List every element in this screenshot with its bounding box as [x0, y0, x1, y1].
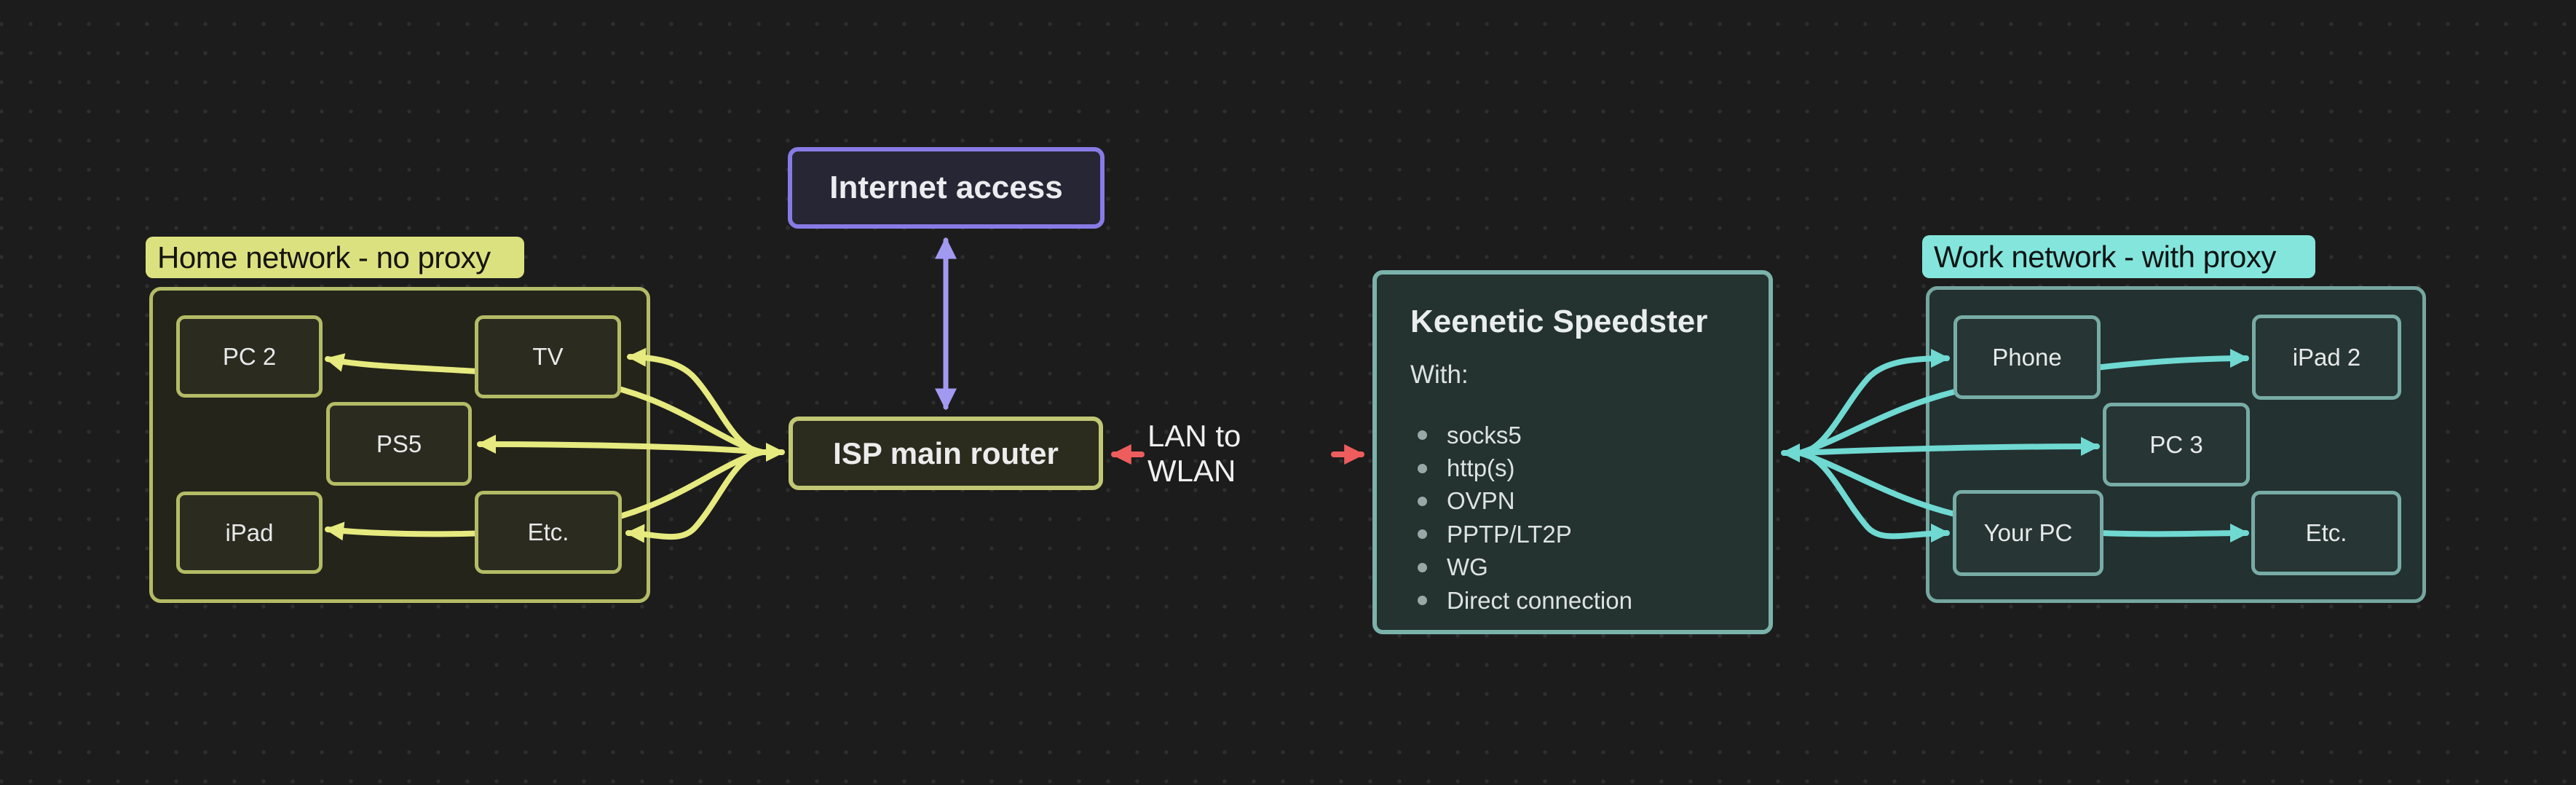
node-label: Etc.: [527, 518, 569, 545]
node-tv[interactable]: TV: [475, 315, 621, 398]
internet-access-box[interactable]: Internet access: [788, 147, 1105, 229]
node-pc2[interactable]: PC 2: [176, 315, 323, 398]
isp-router-box[interactable]: ISP main router: [789, 417, 1103, 490]
node-label: TV: [532, 343, 564, 370]
protocol-item: socks5: [1418, 419, 1754, 451]
keenetic-title: Keenetic Speedster: [1410, 304, 1708, 339]
node-label: PC 2: [222, 342, 277, 370]
arrow-fan-to-etc-home[interactable]: [625, 449, 765, 543]
arrow-fan-to-yourpc[interactable]: [1797, 450, 1950, 543]
arrow-fan-to-pc3[interactable]: [1797, 437, 2100, 457]
node-label: Your PC: [1983, 519, 2073, 546]
home-network-label: Home network - no proxy: [157, 240, 491, 275]
keenetic-speedster-box[interactable]: Keenetic Speedster With: socks5 http(s) …: [1372, 270, 1773, 634]
protocol-label: http(s): [1447, 454, 1515, 482]
bullet-icon: [1418, 529, 1427, 540]
node-etc-home[interactable]: Etc.: [475, 491, 622, 574]
protocol-item: Direct connection: [1418, 584, 1754, 617]
bullet-icon: [1418, 496, 1427, 506]
work-network-label: Work network - with proxy: [1934, 239, 2276, 274]
bullet-icon: [1418, 463, 1427, 473]
protocol-label: Direct connection: [1447, 586, 1632, 614]
protocol-item: http(s): [1418, 451, 1754, 484]
node-pc3[interactable]: PC 3: [2103, 403, 2250, 486]
node-phone[interactable]: Phone: [1953, 315, 2101, 399]
node-label: iPad: [225, 518, 274, 546]
node-label: PS5: [376, 430, 422, 457]
node-yourpc[interactable]: Your PC: [1953, 490, 2103, 576]
node-ipad2[interactable]: iPad 2: [2252, 315, 2401, 400]
keenetic-subtitle: With:: [1410, 360, 1469, 389]
arrow-fan-to-ps5[interactable]: [477, 435, 765, 455]
protocol-list: socks5 http(s) OVPN PPTP/LT2P WG Direct …: [1418, 419, 1754, 617]
internet-access-label: Internet access: [829, 170, 1063, 205]
arrow-fan-to-phone[interactable]: [1797, 349, 1950, 456]
isp-router-label: ISP main router: [833, 435, 1059, 470]
protocol-label: PPTP/LT2P: [1447, 520, 1572, 548]
home-network-label-chip[interactable]: Home network - no proxy: [146, 237, 524, 278]
protocol-item: WG: [1418, 551, 1754, 584]
node-ps5[interactable]: PS5: [326, 402, 472, 486]
node-etc-work[interactable]: Etc.: [2251, 491, 2401, 575]
protocol-item: OVPN: [1418, 485, 1754, 518]
arrow-fan-to-tv[interactable]: [627, 347, 765, 455]
protocol-item: PPTP/LT2P: [1418, 518, 1754, 551]
node-label: Etc.: [2305, 519, 2347, 546]
bullet-icon: [1418, 562, 1427, 572]
work-network-label-chip[interactable]: Work network - with proxy: [1922, 235, 2315, 278]
node-label: Phone: [1992, 343, 2062, 371]
node-ipad[interactable]: iPad: [176, 492, 323, 574]
protocol-label: OVPN: [1447, 487, 1515, 515]
protocol-label: WG: [1447, 553, 1488, 581]
bullet-icon: [1418, 596, 1427, 606]
node-label: PC 3: [2149, 430, 2203, 458]
protocol-label: socks5: [1447, 421, 1522, 449]
bullet-icon: [1418, 430, 1427, 441]
node-label: iPad 2: [2292, 343, 2361, 371]
